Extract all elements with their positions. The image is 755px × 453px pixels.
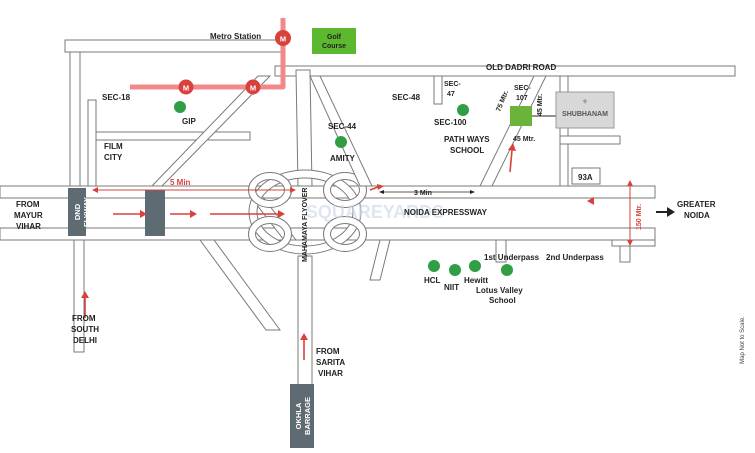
from-sarita-label: FROM [316, 347, 340, 356]
greater-noida-label: GREATER [677, 200, 716, 209]
gip-label: GIP [182, 117, 196, 126]
svg-text:⚜: ⚜ [582, 98, 588, 106]
sec18-label: SEC-18 [102, 93, 131, 102]
okhla-barrage-block [290, 384, 314, 448]
lotus-valley-label: School [489, 296, 516, 305]
project-logo-icon: ⚜ SHUBHANAM [555, 91, 615, 129]
sec107-label: 107 [516, 95, 528, 102]
okhla-label: BARRAGE [303, 397, 312, 435]
from-south-label: SOUTH [71, 325, 99, 334]
poi-dot-icon [501, 264, 513, 276]
poi-dot-icon [457, 104, 469, 116]
dnd-flyway-block [68, 188, 86, 236]
poi-dot-icon [335, 136, 347, 148]
dnd-label: FLYWAY [82, 197, 91, 227]
toll-barrier [145, 190, 165, 236]
sec107-label: SEC- [514, 85, 531, 92]
metro-station-icon: M [275, 30, 291, 46]
poi-dot-icon [428, 260, 440, 272]
poi-dots [174, 101, 513, 276]
okhla-label: OKHLA [294, 402, 303, 429]
noida-expressway-label: NOIDA EXPRESSWAY [404, 208, 488, 217]
old-dadri-road-label: OLD DADRI ROAD [486, 63, 556, 72]
underpass-1-label: 1st Underpass [484, 253, 540, 262]
svg-text:M: M [250, 84, 256, 93]
distance-75-label: 75 Mtr. [495, 90, 510, 113]
niit-label: NIIT [444, 283, 459, 292]
from-south-label: DELHI [73, 336, 97, 345]
amity-label: AMITY [330, 154, 356, 163]
poi-dot-icon [469, 260, 481, 272]
from-sarita-label: VIHAR [318, 369, 343, 378]
five-min-label: 5 Min [170, 178, 191, 187]
golf-course-label: Golf [327, 34, 342, 41]
from-mayur-label: MAYUR [14, 211, 43, 220]
from-sarita-label: SARITA [316, 358, 345, 367]
distance-45-label: 45 Mtr. [513, 136, 535, 143]
golf-course-label: Course [322, 43, 346, 50]
watermark: SQUAREYARDS [306, 202, 444, 222]
sec44-label: SEC-44 [328, 122, 357, 131]
sector-93a-box [571, 167, 601, 185]
metro-line: M M M [130, 18, 291, 95]
film-city-label: CITY [104, 153, 123, 162]
sec48-label: SEC-48 [392, 93, 421, 102]
distance-150-label: 150 Mtr. [636, 204, 643, 230]
from-south-label: FROM [72, 314, 96, 323]
sec47-label: SEC- [444, 81, 461, 88]
pathways-label: SCHOOL [450, 146, 484, 155]
sector-93a-label: 93A [578, 173, 593, 182]
from-mayur-label: VIHAR [16, 222, 41, 231]
metro-station-icon: M [245, 79, 261, 95]
distance-markers [92, 180, 633, 246]
poi-dot-icon [174, 101, 186, 113]
svg-text:SHUBHANAM: SHUBHANAM [562, 111, 608, 118]
lotus-valley-label: Lotus Valley [476, 286, 523, 295]
poi-dot-icon [449, 264, 461, 276]
direction-arrows [81, 143, 594, 360]
project-location-marker [510, 106, 532, 126]
metro-station-label: Metro Station [210, 32, 261, 41]
dnd-label: DND [73, 203, 82, 220]
distance-45-label: 45 Mtr. [537, 94, 544, 116]
scale-note: Map Not to Scale. [740, 316, 746, 364]
sec47-label: 47 [447, 91, 455, 98]
greater-noida-label: NOIDA [684, 211, 710, 220]
metro-station-icon: M [178, 79, 194, 95]
from-mayur-label: FROM [16, 200, 40, 209]
underpass-2-label: 2nd Underpass [546, 253, 604, 262]
mahamaya-flyover-label: MAHAMAYA FLYOVER [302, 188, 309, 262]
svg-text:M: M [280, 35, 286, 44]
golf-course-block [312, 28, 356, 54]
sec100-label: SEC-100 [434, 118, 467, 127]
three-min-label: 3 Min [414, 190, 432, 197]
hewitt-label: Hewitt [464, 276, 488, 285]
film-city-label: FILM [104, 142, 123, 151]
hcl-label: HCL [424, 276, 441, 285]
pathways-label: PATH WAYS [444, 135, 490, 144]
svg-text:M: M [183, 84, 189, 93]
